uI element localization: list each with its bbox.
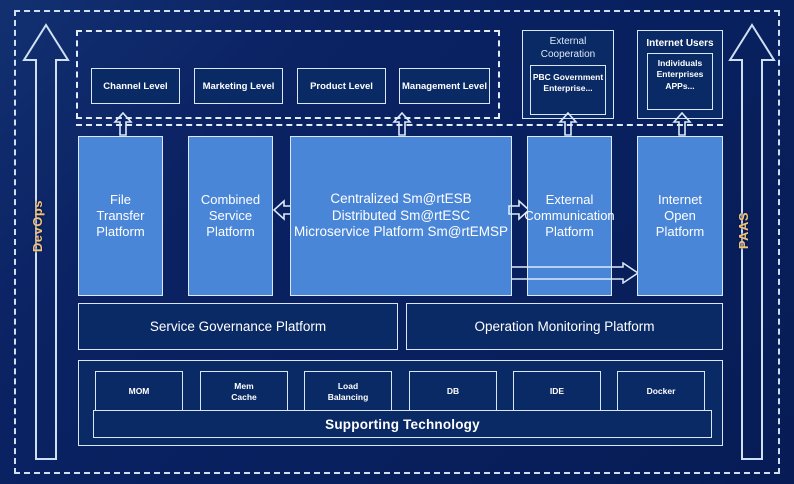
level-label: Management Level xyxy=(402,80,487,92)
tech-line1: DB xyxy=(446,386,460,397)
service-governance-platform-bar[interactable]: Service Governance Platform xyxy=(78,303,398,350)
up-arrow-external-cooperation xyxy=(558,112,578,136)
arrow-external-to-internet-open xyxy=(511,262,639,284)
platform-line1: Combined xyxy=(200,191,261,207)
core-line3: Microservice Platform Sm@rtEMSP xyxy=(294,224,508,240)
platform-line1: Internet xyxy=(657,191,703,207)
level-box-management[interactable]: Management Level xyxy=(399,68,490,104)
right-arrow-core-to-external xyxy=(508,198,530,222)
bar-label: Operation Monitoring Platform xyxy=(474,319,655,334)
application-levels-container xyxy=(76,30,500,119)
level-label: Product Level xyxy=(310,80,373,92)
tech-box-mem-cache[interactable]: Mem Cache xyxy=(200,371,288,412)
devops-arrow xyxy=(22,22,70,462)
tech-box-load-balancing[interactable]: Load Balancing xyxy=(304,371,392,412)
platform-combined-service[interactable]: Combined Service Platform xyxy=(188,136,273,296)
platform-line2: Open xyxy=(664,207,696,223)
tech-line1: Load xyxy=(337,380,359,391)
level-label: Marketing Level xyxy=(202,80,275,92)
tech-line1: MOM xyxy=(128,386,150,397)
tech-line1: IDE xyxy=(549,386,565,397)
core-line1: Centralized Sm@rtESB xyxy=(330,190,472,206)
platform-line2: Service xyxy=(208,207,253,223)
platform-internet-open[interactable]: Internet Open Platform xyxy=(637,136,723,296)
tech-line2: Balancing xyxy=(327,391,369,402)
internet-users-inner-line1: Individuals xyxy=(657,58,703,68)
diagram-outer-boundary xyxy=(14,10,780,474)
platform-line3: Platform xyxy=(655,224,705,240)
internet-users-group[interactable]: Internet Users Individuals Enterprises A… xyxy=(637,30,723,119)
core-line2: Distributed Sm@rtESC xyxy=(331,207,471,223)
internet-users-inner-line3: APPs... xyxy=(665,80,695,91)
supporting-technology-bar[interactable]: Supporting Technology xyxy=(93,410,712,438)
platform-line2: Transfer xyxy=(96,207,145,223)
tech-box-docker[interactable]: Docker xyxy=(617,371,705,412)
level-box-channel[interactable]: Channel Level xyxy=(91,68,180,104)
internet-users-inner-box: Individuals Enterprises APPs... xyxy=(647,53,713,110)
platform-line1: File xyxy=(110,191,131,207)
platform-external-communication[interactable]: External Communication Platform xyxy=(524,136,615,296)
up-arrow-channel xyxy=(113,112,133,136)
external-cooperation-inner-line1: PBC Government xyxy=(532,72,604,82)
external-cooperation-title-line2: Cooperation xyxy=(540,49,596,60)
internet-users-title: Internet Users xyxy=(646,38,714,49)
level-box-marketing[interactable]: Marketing Level xyxy=(194,68,283,104)
bar-label: Service Governance Platform xyxy=(149,319,327,334)
level-label: Channel Level xyxy=(103,80,168,92)
platform-line3: Platform xyxy=(96,224,145,240)
up-arrow-internet-users xyxy=(672,112,692,136)
platform-line3: Platform xyxy=(545,224,594,240)
tech-box-mom[interactable]: MOM xyxy=(95,371,183,412)
platform-file-transfer[interactable]: File Transfer Platform xyxy=(78,136,163,296)
tech-line1: Docker xyxy=(646,386,676,397)
external-cooperation-inner-box: PBC Government Enterprise... xyxy=(530,65,606,115)
up-arrow-management xyxy=(392,112,412,136)
internet-users-inner-line2: Enterprises xyxy=(656,69,704,80)
supporting-technology-label: Supporting Technology xyxy=(325,416,480,432)
platform-line1: External xyxy=(545,191,594,207)
paas-arrow xyxy=(728,22,776,462)
tech-box-ide[interactable]: IDE xyxy=(513,371,601,412)
devops-label: DevOps xyxy=(30,200,45,253)
tech-box-db[interactable]: DB xyxy=(409,371,497,412)
tech-line1: Mem xyxy=(234,380,254,391)
platform-core-esb[interactable]: Centralized Sm@rtESB Distributed Sm@rtES… xyxy=(290,136,512,296)
platform-line3: Platform xyxy=(206,224,255,240)
tech-line2: Cache xyxy=(231,391,257,402)
platform-line2: Communication xyxy=(524,207,615,223)
paas-label: PAAS xyxy=(736,212,751,250)
external-cooperation-group[interactable]: External Cooperation PBC Government Ente… xyxy=(522,30,614,119)
external-cooperation-title-line1: External xyxy=(549,36,587,47)
operation-monitoring-platform-bar[interactable]: Operation Monitoring Platform xyxy=(406,303,723,350)
external-cooperation-inner-line2: Enterprise... xyxy=(543,83,593,94)
level-box-product[interactable]: Product Level xyxy=(297,68,386,104)
